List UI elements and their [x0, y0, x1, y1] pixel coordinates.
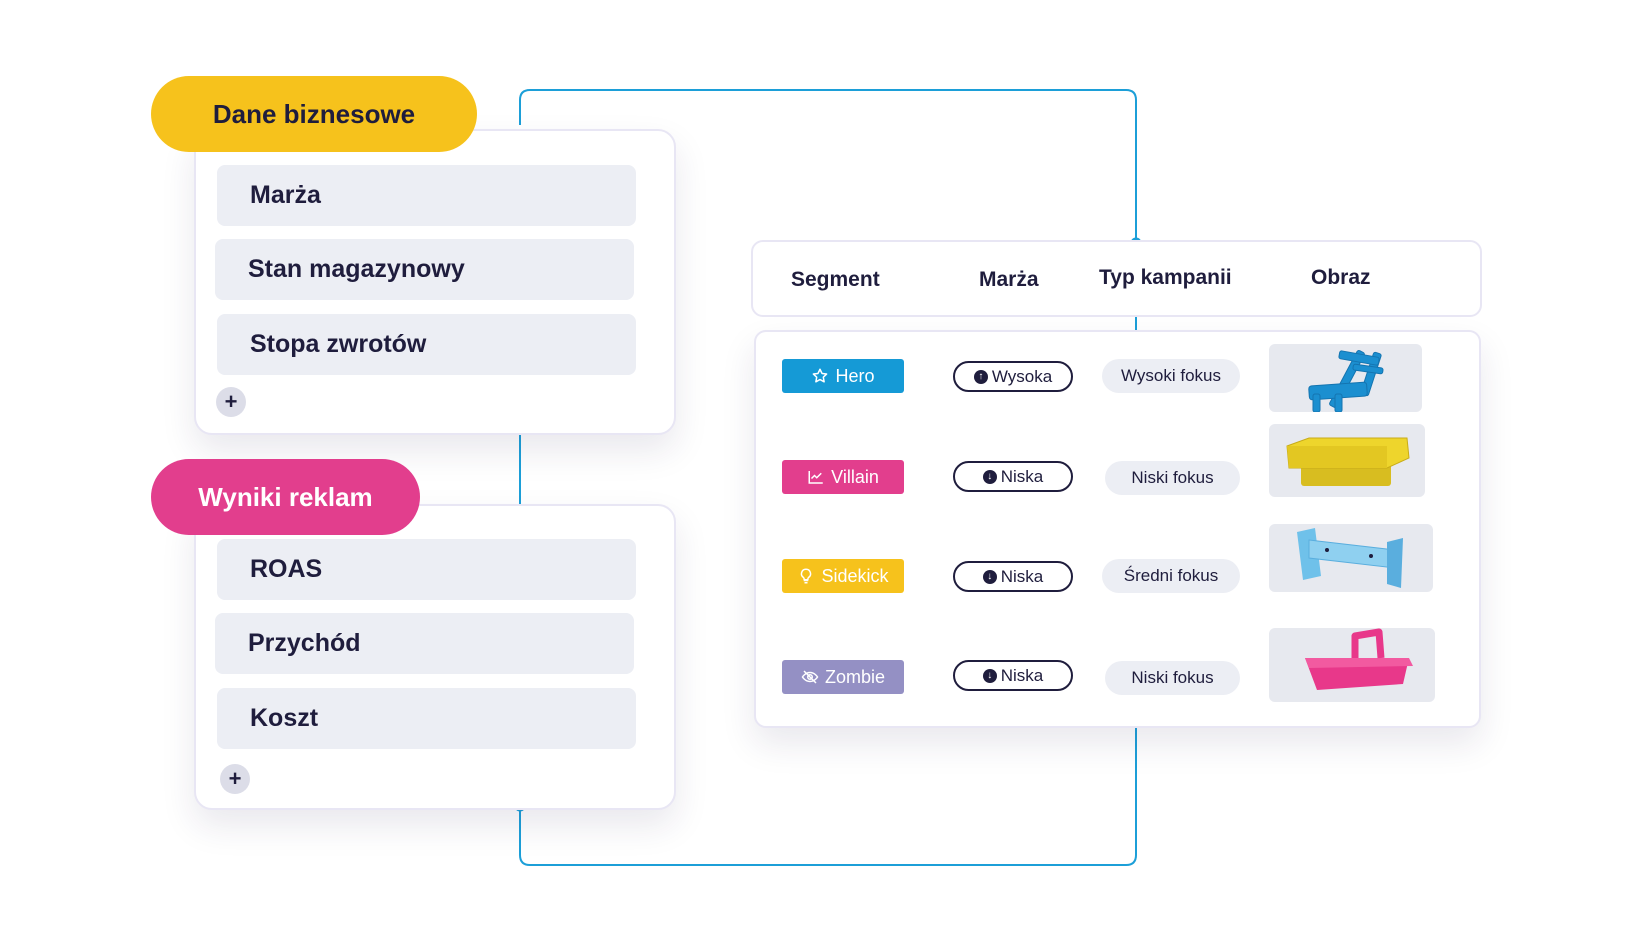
segment-badge-villain: Villain	[782, 460, 904, 494]
margin-label: Niska	[1000, 466, 1044, 486]
margin-pill: ↑ Wysoka	[953, 361, 1073, 392]
field-roas[interactable]: ROAS	[217, 539, 636, 600]
business-data-title: Dane biznesowe	[151, 76, 477, 152]
segment-badge-sidekick: Sidekick	[782, 559, 904, 593]
margin-label: Niska	[1000, 566, 1044, 586]
header-segment: Segment	[791, 268, 880, 291]
arrow-up-icon: ↑	[973, 369, 988, 384]
product-image-blue-shelf	[1269, 524, 1433, 592]
star-icon	[813, 368, 828, 383]
add-business-field-button[interactable]: +	[216, 387, 246, 417]
header-marza: Marża	[979, 268, 1039, 291]
segment-label: Zombie	[824, 666, 886, 687]
arrow-down-icon: ↓	[982, 569, 997, 584]
eye-off-icon	[801, 670, 819, 684]
add-ads-field-button[interactable]: +	[220, 764, 250, 794]
margin-pill: ↓ Niska	[953, 561, 1073, 592]
segment-label: Hero	[835, 365, 875, 386]
product-image-pink-tool-box	[1269, 628, 1435, 702]
table-header	[751, 240, 1482, 317]
field-marza[interactable]: Marża	[217, 165, 636, 226]
lightbulb-icon	[801, 568, 812, 584]
campaign-pill: Niski fokus	[1105, 661, 1240, 695]
segment-label: Sidekick	[821, 565, 889, 586]
field-przychod[interactable]: Przychód	[215, 613, 634, 674]
field-koszt[interactable]: Koszt	[217, 688, 636, 749]
arrow-down-icon: ↓	[982, 668, 997, 683]
product-image-yellow-stool	[1269, 424, 1425, 497]
campaign-pill: Średni fokus	[1102, 559, 1240, 593]
margin-pill: ↓ Niska	[953, 461, 1073, 492]
ad-results-title: Wyniki reklam	[151, 459, 420, 535]
segment-badge-zombie: Zombie	[782, 660, 904, 694]
margin-label: Niska	[1000, 665, 1044, 685]
campaign-pill: Niski fokus	[1105, 461, 1240, 495]
field-stan-magazynowy[interactable]: Stan magazynowy	[215, 239, 634, 300]
campaign-pill: Wysoki fokus	[1102, 359, 1240, 393]
product-image-blue-chair	[1269, 344, 1422, 412]
field-stopa-zwrotow[interactable]: Stopa zwrotów	[217, 314, 636, 375]
segment-label: Villain	[831, 466, 879, 487]
segment-badge-hero: Hero	[782, 359, 904, 393]
margin-pill: ↓ Niska	[953, 660, 1073, 691]
arrow-down-icon: ↓	[982, 469, 997, 484]
header-obraz: Obraz	[1311, 266, 1371, 289]
chart-icon	[808, 471, 823, 484]
margin-label: Wysoka	[991, 366, 1053, 386]
header-typ-kampanii: Typ kampanii	[1099, 266, 1232, 289]
